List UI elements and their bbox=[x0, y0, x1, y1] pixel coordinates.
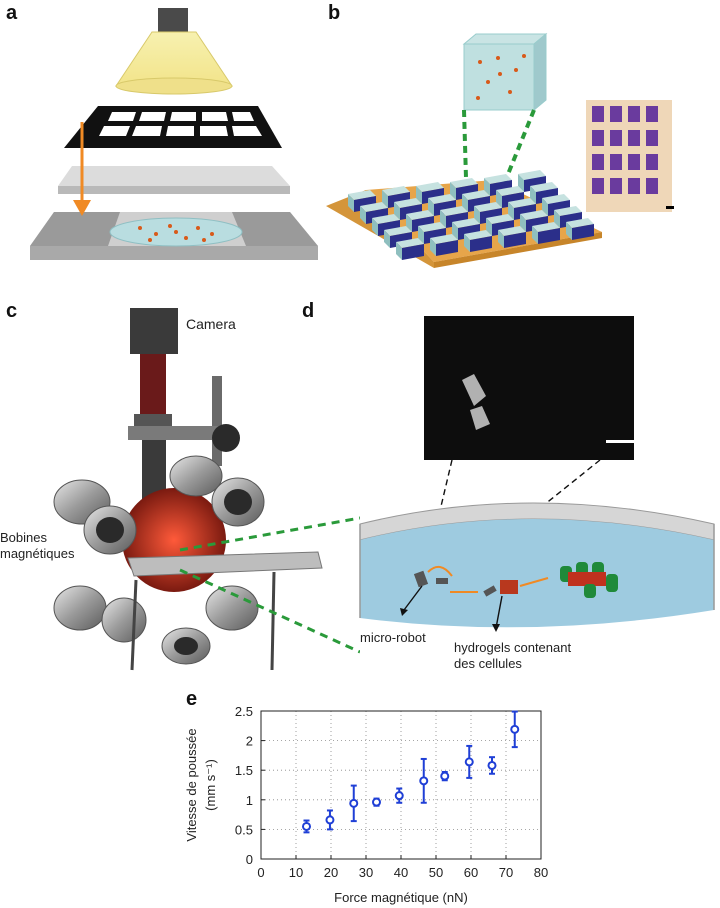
data-point bbox=[349, 798, 359, 808]
microgel-block bbox=[566, 218, 594, 240]
panel-d-illustration bbox=[359, 316, 715, 632]
x-tick-label: 80 bbox=[534, 865, 548, 880]
y-tick-label: 1 bbox=[246, 793, 253, 808]
x-tick-label: 20 bbox=[324, 865, 338, 880]
zoom-cube bbox=[463, 43, 535, 111]
coils-label-line1: Bobines bbox=[0, 530, 47, 545]
chart-ticks: 0 10 20 30 40 50 60 70 80 0 0.5 1 1.5 2 2.5 bbox=[235, 704, 548, 880]
x-tick-label: 50 bbox=[429, 865, 443, 880]
microgel-block bbox=[498, 226, 526, 248]
chart-grid bbox=[260, 710, 542, 860]
lamp-cap bbox=[158, 8, 188, 32]
y-tick-label: 0 bbox=[246, 852, 253, 867]
micrograph-shapes bbox=[592, 106, 658, 194]
y-tick-label: 2.5 bbox=[235, 704, 253, 719]
microscopy-scale-bar bbox=[606, 440, 642, 443]
camera-body bbox=[130, 308, 178, 354]
camera-label: Camera bbox=[186, 316, 236, 332]
micro-robot-shape bbox=[413, 570, 429, 588]
hydrogel-label-line1: hydrogels contenant bbox=[454, 640, 572, 655]
chart-frame bbox=[260, 710, 542, 860]
coils-label-line2: magnétiques bbox=[0, 546, 75, 561]
microgel-block bbox=[532, 222, 560, 244]
sample-stage bbox=[127, 551, 323, 577]
microscopy-image bbox=[424, 316, 634, 460]
microgel-block bbox=[484, 174, 512, 196]
x-tick-label: 60 bbox=[464, 865, 478, 880]
chart-points bbox=[302, 710, 520, 834]
y-tick-label: 1.5 bbox=[235, 763, 253, 778]
data-point bbox=[440, 771, 450, 781]
microgel-block bbox=[430, 234, 458, 256]
x-axis-title: Force magnétique (nN) bbox=[334, 890, 468, 905]
panel-label-c: c bbox=[6, 300, 18, 322]
hydrogel-block bbox=[500, 580, 518, 594]
data-point bbox=[419, 776, 429, 786]
data-point bbox=[394, 791, 404, 801]
x-tick-label: 70 bbox=[499, 865, 513, 880]
y-axis-title-line2: (mm s⁻¹) bbox=[203, 759, 218, 811]
data-point bbox=[372, 797, 381, 807]
microgel-block bbox=[396, 238, 424, 260]
micro-robot-label: micro-robot bbox=[360, 630, 426, 645]
petri-dish-water bbox=[360, 519, 714, 628]
microgel-array bbox=[348, 170, 594, 260]
x-tick-label: 0 bbox=[257, 865, 264, 880]
microgel-block bbox=[418, 222, 446, 244]
microgel-block bbox=[464, 230, 492, 252]
data-point bbox=[302, 821, 311, 831]
panel-label-b: b bbox=[328, 2, 341, 24]
panel-label-d: d bbox=[302, 300, 315, 322]
panel-label-a: a bbox=[6, 2, 18, 24]
panel-a-illustration bbox=[30, 8, 318, 260]
x-tick-label: 30 bbox=[359, 865, 373, 880]
data-point bbox=[464, 757, 474, 767]
panel-label-e: e bbox=[186, 688, 198, 710]
hydrogel-label-line2: des cellules bbox=[454, 656, 522, 671]
hydrogel-label: hydrogels contenant des cellules bbox=[454, 640, 571, 672]
hydrogel-assembly bbox=[560, 562, 618, 598]
y-tick-label: 2 bbox=[246, 734, 253, 749]
glass-slide bbox=[58, 166, 290, 186]
microgel-block bbox=[462, 190, 490, 212]
x-tick-label: 40 bbox=[394, 865, 408, 880]
micrograph-scale-bar bbox=[666, 206, 674, 209]
panel-c-photo bbox=[53, 308, 360, 671]
data-point bbox=[325, 815, 335, 825]
data-point bbox=[487, 760, 497, 770]
microrobot-fluorescence bbox=[462, 374, 490, 430]
y-tick-label: 0.5 bbox=[235, 822, 253, 837]
panel-b-illustration bbox=[326, 32, 674, 268]
y-axis-title-line1: Vitesse de poussée bbox=[184, 728, 199, 841]
x-tick-label: 10 bbox=[289, 865, 303, 880]
mask-windows bbox=[99, 112, 262, 136]
microgel-block bbox=[508, 198, 536, 220]
coils-label: Bobines magnétiques bbox=[0, 530, 74, 562]
data-point bbox=[510, 724, 520, 734]
